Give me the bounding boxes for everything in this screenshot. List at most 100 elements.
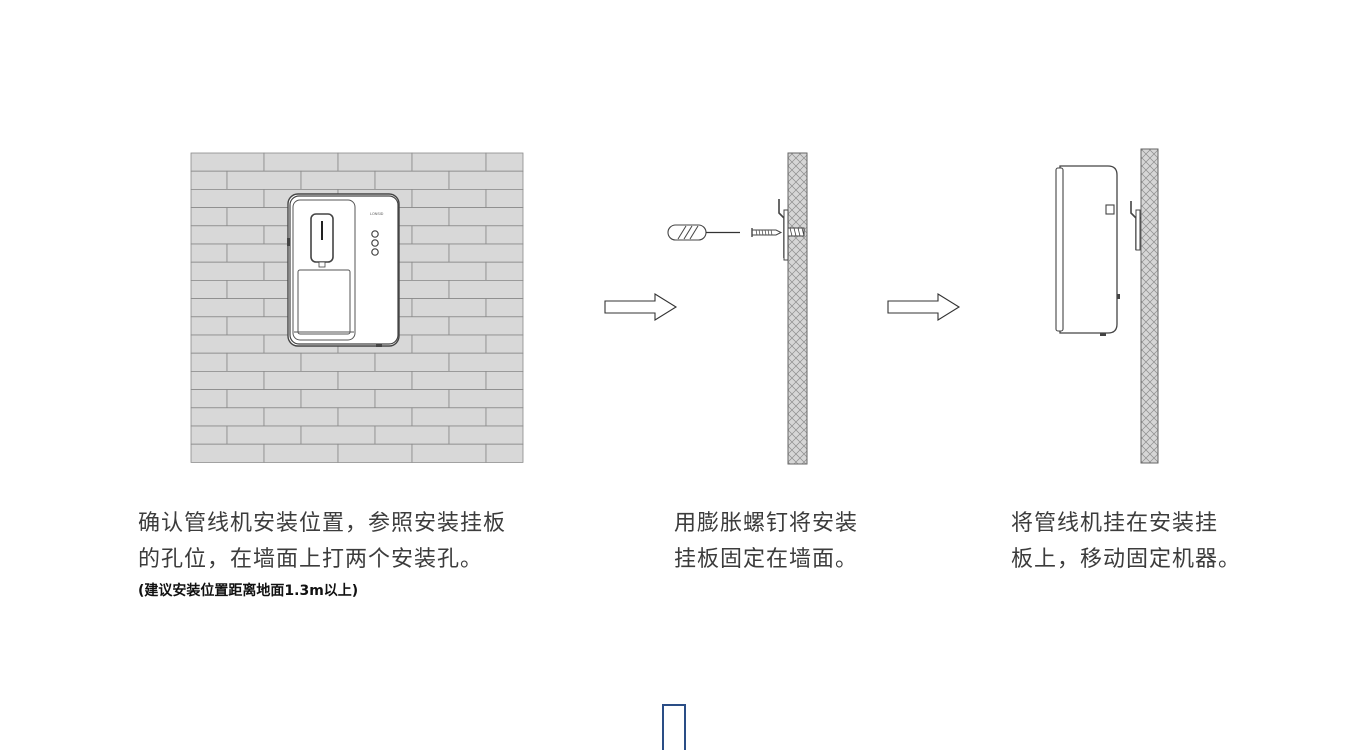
step-3-caption-line-2: 板上，移动固定机器。 bbox=[1011, 547, 1242, 572]
wall-section bbox=[787, 152, 808, 465]
brick bbox=[190, 425, 228, 445]
brick bbox=[263, 152, 339, 172]
unit-side-body bbox=[1059, 165, 1118, 334]
brick bbox=[448, 170, 524, 190]
brick bbox=[190, 170, 228, 190]
step-arrow-1 bbox=[604, 293, 678, 321]
brick bbox=[300, 425, 376, 445]
brick bbox=[448, 243, 524, 263]
brick bbox=[374, 170, 450, 190]
dispenser-cup-area bbox=[297, 269, 351, 335]
brick bbox=[190, 152, 265, 172]
brick bbox=[411, 152, 487, 172]
brick bbox=[190, 316, 228, 336]
brick bbox=[448, 389, 524, 409]
brick bbox=[485, 152, 524, 172]
brick bbox=[190, 207, 228, 227]
brick bbox=[448, 279, 524, 299]
unit-rear-fitting bbox=[1117, 294, 1120, 299]
dispenser-side-hook bbox=[287, 238, 290, 246]
hung-unit-illustration bbox=[1055, 148, 1159, 464]
brick bbox=[337, 443, 413, 463]
brick bbox=[411, 443, 487, 463]
brick bbox=[337, 407, 413, 427]
brick bbox=[226, 170, 302, 190]
dispenser-bottom-fitting bbox=[376, 344, 382, 347]
brick bbox=[190, 407, 265, 427]
dispenser-unit: LONSID bbox=[287, 193, 400, 347]
wall-section bbox=[1140, 148, 1159, 464]
brick bbox=[190, 389, 228, 409]
step-2-caption: 用膨胀螺钉将安装 挂板固定在墙面。 bbox=[674, 506, 858, 578]
step-1-caption: 确认管线机安装位置，参照安装挂板 的孔位，在墙面上打两个安装孔。 (建议安装位置… bbox=[138, 506, 506, 602]
brick bbox=[485, 443, 524, 463]
brick bbox=[411, 298, 487, 318]
screwdriver bbox=[667, 224, 740, 241]
step-1-caption-line-1: 确认管线机安装位置，参照安装挂板 bbox=[138, 511, 507, 536]
arrow-right-icon bbox=[604, 293, 678, 321]
brick bbox=[190, 352, 228, 372]
mounting-plate-illustration bbox=[667, 152, 808, 465]
brick bbox=[190, 279, 228, 299]
brick bbox=[411, 370, 487, 390]
unit-front-face bbox=[1055, 167, 1064, 332]
dispenser-brand-logo: LONSID bbox=[370, 212, 384, 216]
brick bbox=[448, 316, 524, 336]
brick bbox=[448, 352, 524, 372]
dispenser-nozzle bbox=[318, 261, 326, 268]
step-arrow-2 bbox=[887, 293, 961, 321]
brick bbox=[411, 225, 487, 245]
brick bbox=[485, 407, 524, 427]
arrow-right-icon bbox=[887, 293, 961, 321]
brick bbox=[190, 443, 265, 463]
brick bbox=[337, 152, 413, 172]
brick bbox=[485, 225, 524, 245]
dispenser-button-2 bbox=[371, 239, 379, 247]
brick bbox=[337, 370, 413, 390]
brick bbox=[485, 370, 524, 390]
brick bbox=[190, 298, 265, 318]
brick bbox=[190, 243, 228, 263]
brick bbox=[190, 370, 265, 390]
bottom-frame-marker bbox=[662, 704, 686, 750]
brick bbox=[263, 407, 339, 427]
step-2-caption-line-1: 用膨胀螺钉将安装 bbox=[674, 511, 859, 536]
brick bbox=[485, 189, 524, 209]
brick bbox=[226, 425, 302, 445]
brick-wall-illustration: LONSID bbox=[190, 152, 524, 463]
wall-anchor bbox=[787, 227, 805, 237]
step-1-caption-line-2: 的孔位，在墙面上打两个安装孔。 bbox=[138, 547, 484, 572]
dispenser-button-3 bbox=[371, 248, 379, 256]
brick bbox=[411, 407, 487, 427]
brick bbox=[300, 170, 376, 190]
brick bbox=[300, 389, 376, 409]
brick bbox=[190, 189, 265, 209]
step-2-caption-line-2: 挂板固定在墙面。 bbox=[674, 547, 859, 572]
dispenser-button-1 bbox=[371, 230, 379, 238]
unit-bottom-fitting bbox=[1100, 333, 1106, 336]
brick bbox=[374, 389, 450, 409]
brick bbox=[411, 334, 487, 354]
brick bbox=[411, 189, 487, 209]
brick bbox=[485, 334, 524, 354]
step-3-caption-line-1: 将管线机挂在安装挂 bbox=[1011, 511, 1219, 536]
brick bbox=[300, 352, 376, 372]
step-1-height-note: (建议安装位置距离地面1.3m以上) bbox=[138, 583, 359, 599]
brick bbox=[190, 225, 265, 245]
brick bbox=[374, 352, 450, 372]
brick bbox=[411, 261, 487, 281]
brick bbox=[374, 425, 450, 445]
brick bbox=[190, 334, 265, 354]
step-3-caption: 将管线机挂在安装挂 板上，移动固定机器。 bbox=[1011, 506, 1241, 578]
mounting-plate-flange bbox=[783, 209, 789, 261]
brick bbox=[226, 389, 302, 409]
expansion-screw bbox=[751, 228, 783, 237]
brick bbox=[485, 298, 524, 318]
brick bbox=[263, 443, 339, 463]
brick bbox=[263, 370, 339, 390]
brick bbox=[448, 207, 524, 227]
brick bbox=[190, 261, 265, 281]
brick bbox=[226, 352, 302, 372]
brick bbox=[448, 425, 524, 445]
mounting-plate-flange bbox=[1135, 209, 1141, 251]
